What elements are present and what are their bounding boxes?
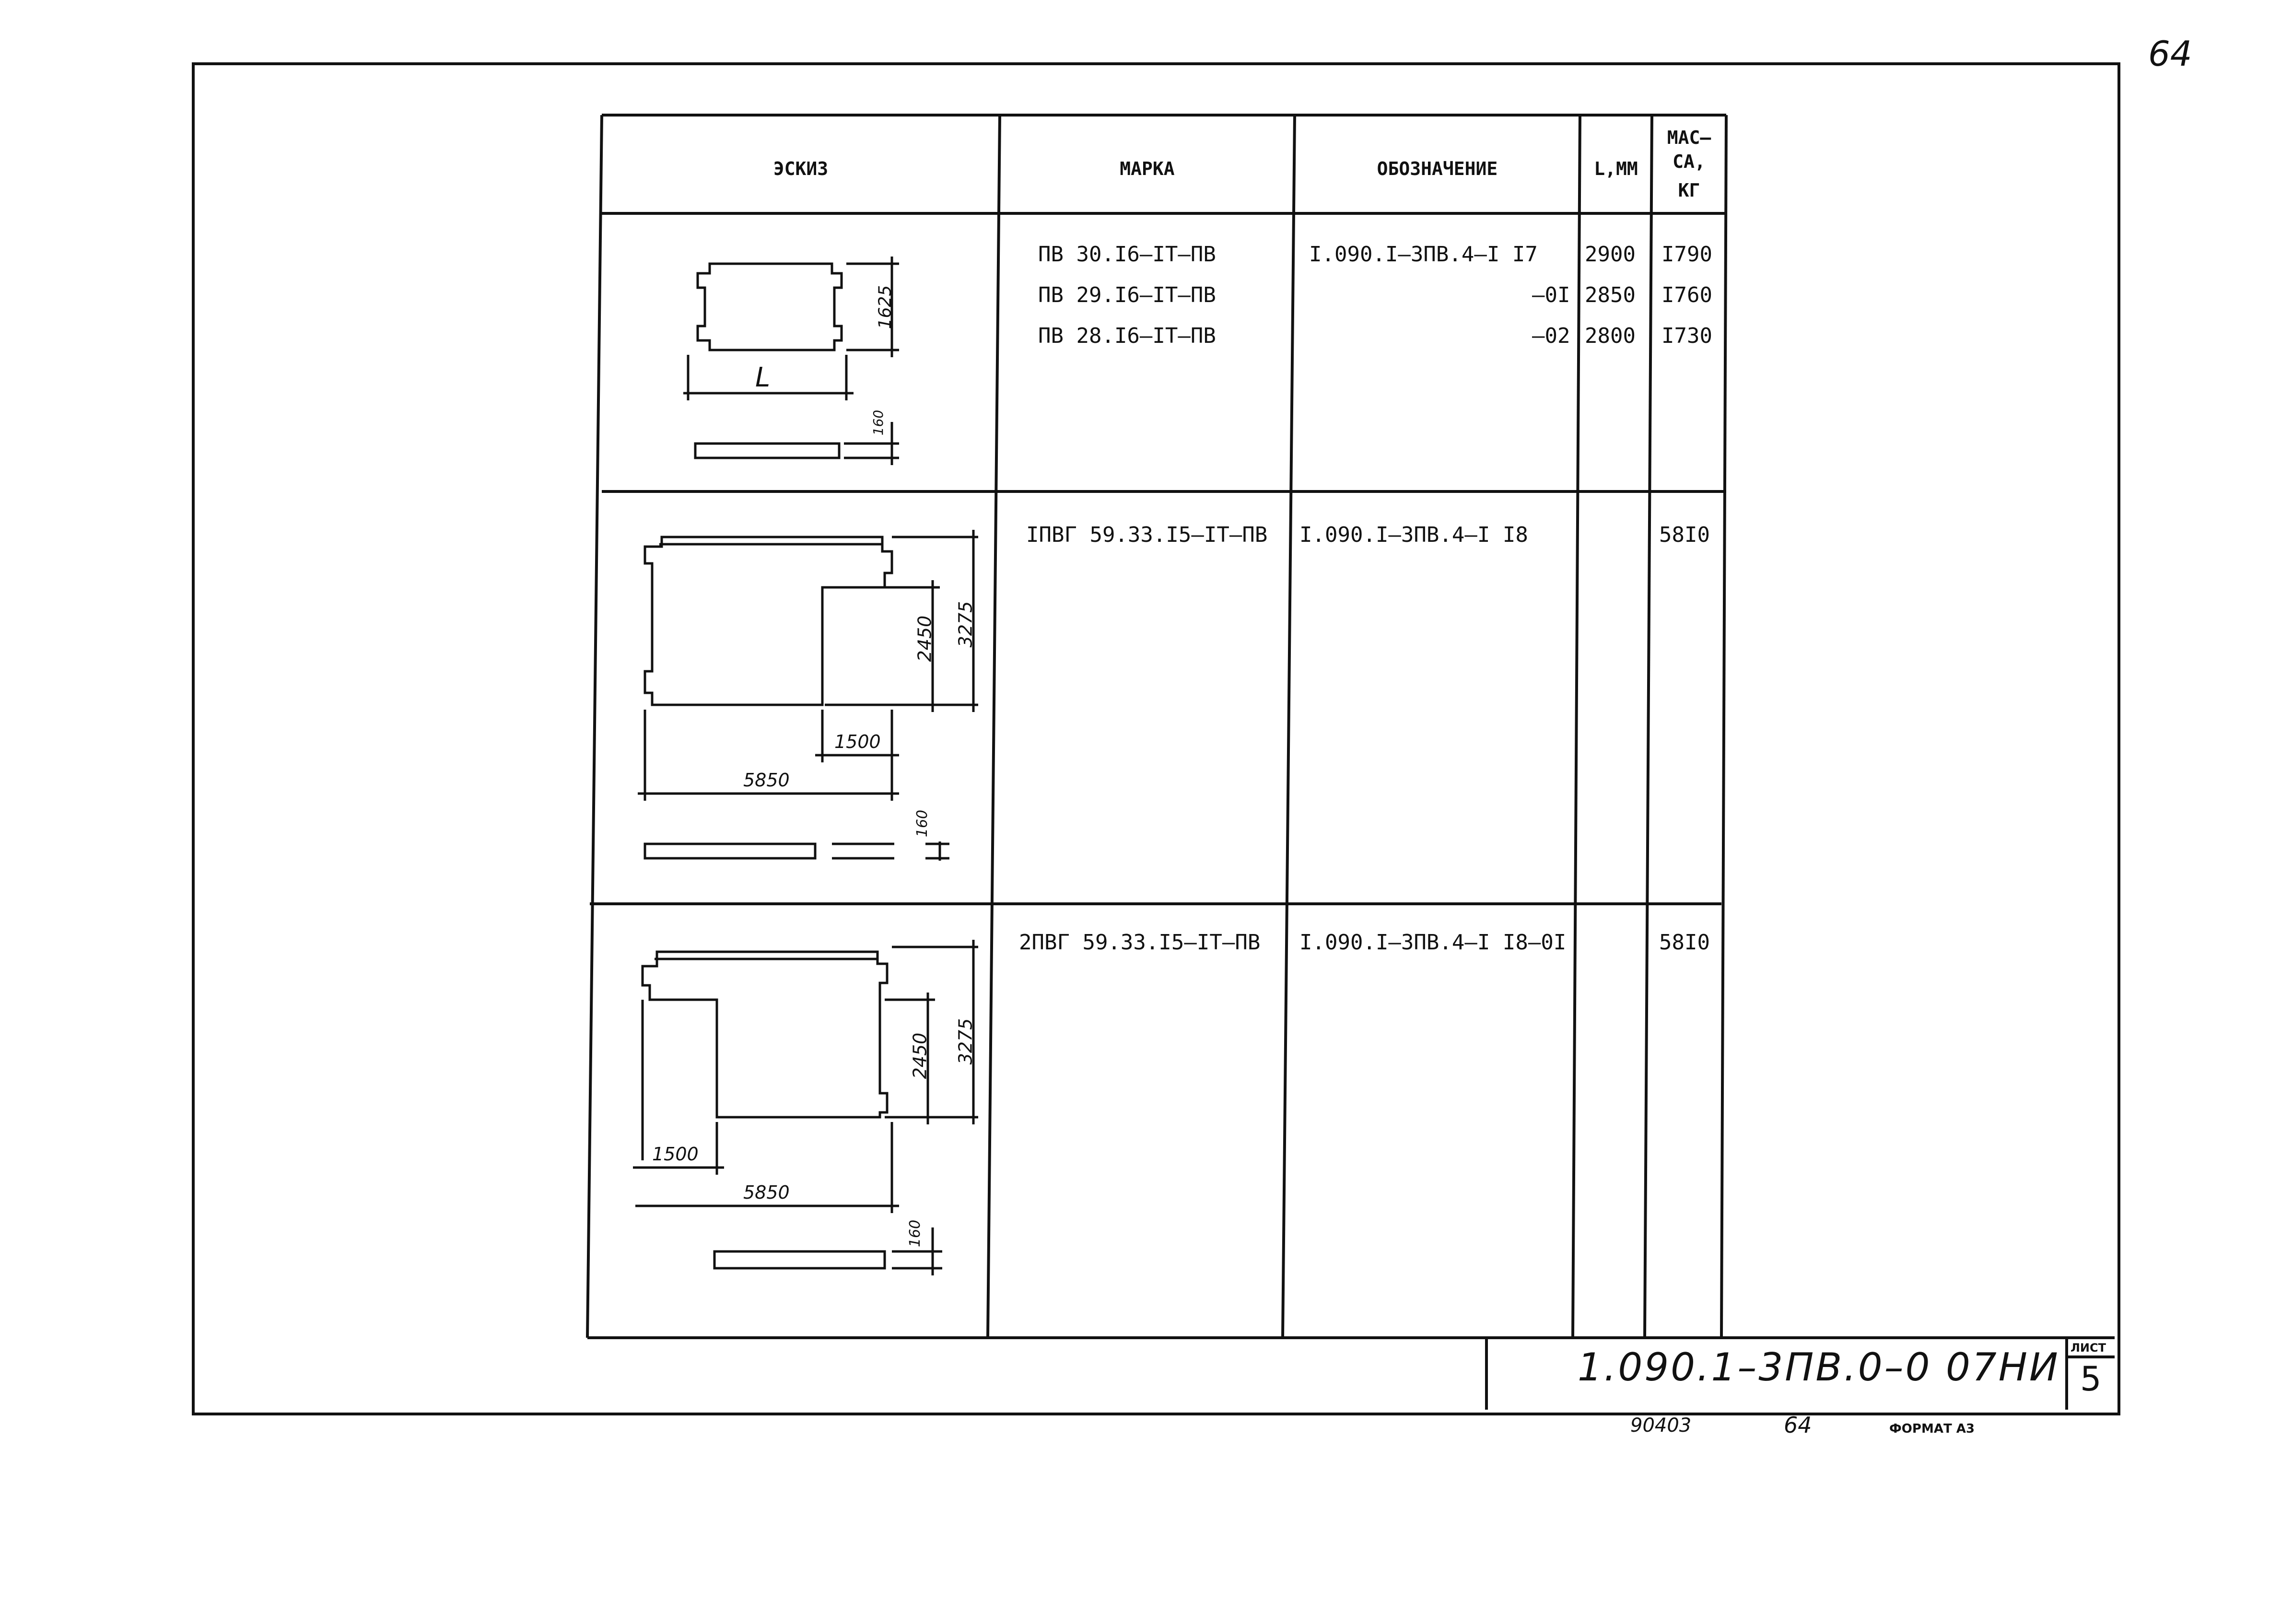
header-mass-1: МАС– [1667, 127, 1711, 148]
row3-section [713, 1250, 886, 1270]
header-mark: МАРКА [1120, 158, 1175, 179]
row2-mass: 58I0 [1659, 523, 1710, 547]
row3-panel-outline [641, 950, 889, 1119]
row1-mark-1: ПВ 30.I6–IT–ПВ [1038, 242, 1216, 267]
row2-designation: I.090.I–3ПВ.4–I I8 [1299, 523, 1528, 547]
row3-dim-length: 5850 [743, 1182, 790, 1203]
row3-designation: I.090.I–3ПВ.4–I I8–0I [1299, 930, 1567, 955]
row1-mass-2: I760 [1661, 283, 1712, 307]
drawing-frame [192, 62, 2120, 1415]
header-mass-3: КГ [1678, 180, 1700, 201]
row3-dim-cut-width: 1500 [652, 1144, 699, 1165]
row1-designation-1: I.090.I–3ПВ.4–I I7 [1309, 242, 1538, 267]
row1-mark-3: ПВ 28.I6–IT–ПВ [1038, 324, 1216, 348]
row1-section [694, 442, 841, 459]
row2-dim-thickness: 160 [914, 809, 931, 838]
header-length: L,ММ [1594, 158, 1638, 179]
footer-format: ФОРМАТ А3 [1889, 1422, 1975, 1436]
header-designation: ОБОЗНАЧЕНИЕ [1377, 158, 1498, 179]
header-sketch: ЭСКИЗ [773, 158, 829, 179]
row1-designation-3: –02 [1532, 324, 1570, 348]
sheet-number: 5 [2080, 1359, 2102, 1399]
header-mass-2: СА, [1673, 151, 1706, 172]
footer-page: 64 [1784, 1412, 1812, 1438]
sheet-label: ЛИСТ [2071, 1341, 2106, 1355]
row1-dim-length: L [755, 362, 771, 393]
row2-section [643, 842, 817, 860]
row1-mass-1: I790 [1661, 242, 1712, 267]
row1-length-3: 2800 [1585, 324, 1636, 348]
row3-dim-inner-height: 2450 [909, 1032, 931, 1079]
row2-dim-length: 5850 [743, 770, 790, 791]
document-code: 1.090.1–3ПВ.0–0 07НИ [1578, 1345, 2060, 1390]
row2-mark: IПВГ 59.33.I5–IT–ПВ [1026, 523, 1268, 547]
row1-dim-height: 1625 [875, 285, 895, 329]
row2-dim-cut-width: 1500 [834, 731, 881, 752]
row1-dim-thickness: 160 [870, 409, 887, 436]
row1-mass-3: I730 [1661, 324, 1712, 348]
row1-designation-2: –0I [1532, 283, 1570, 307]
row2-panel-outline [643, 536, 893, 706]
row3-dim-total-height: 3275 [955, 1018, 976, 1065]
row1-length-1: 2900 [1585, 242, 1636, 267]
row3-mark: 2ПВГ 59.33.I5–IT–ПВ [1019, 930, 1261, 955]
row1-mark-2: ПВ 29.I6–IT–ПВ [1038, 283, 1216, 307]
footer-inventory: 90403 [1630, 1414, 1692, 1437]
row2-dim-inner-height: 2450 [914, 615, 936, 662]
corner-page-number: 64 [2148, 34, 2192, 74]
row1-length-2: 2850 [1585, 283, 1636, 307]
row3-dim-thickness: 160 [907, 1219, 924, 1248]
row1-panel-outline [696, 262, 843, 351]
row3-mass: 58I0 [1659, 930, 1710, 955]
row2-dim-total-height: 3275 [955, 601, 976, 648]
